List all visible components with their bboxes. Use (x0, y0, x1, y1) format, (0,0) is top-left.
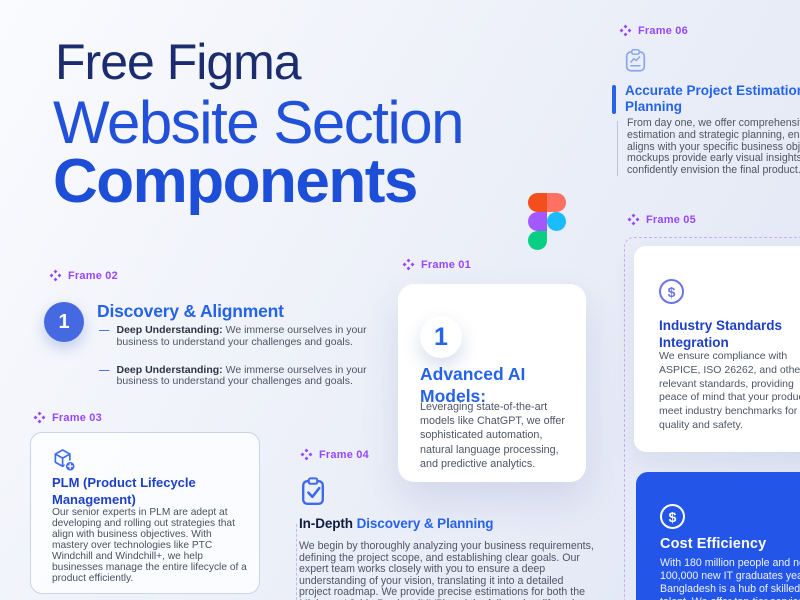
frame01-label[interactable]: Frame 01 (402, 258, 471, 271)
cost-efficiency-card[interactable]: $ Cost Efficiency With 180 million peopl… (636, 472, 800, 600)
step-number-badge: 1 (44, 302, 84, 342)
cost-efficiency-body: With 180 million people and nearly 100,0… (660, 557, 800, 600)
frame06-label[interactable]: Frame 06 (619, 24, 688, 37)
clipboard-check-icon (302, 477, 325, 506)
component-diamond-icon (627, 213, 640, 226)
frame05-dashed-outline[interactable] (624, 237, 800, 600)
in-depth-heading-dark: In-Depth (299, 516, 357, 531)
dollar-glyph: $ (667, 283, 676, 300)
figma-logo-icon (528, 193, 566, 255)
bullet-label: Deep Understanding: (116, 324, 223, 336)
component-diamond-icon (402, 258, 415, 271)
in-depth-heading-blue: Discovery & Planning (356, 516, 494, 531)
discovery-bullet-list: — Deep Understanding: We immerse ourselv… (99, 324, 375, 389)
frame01-label-text: Frame 01 (421, 258, 471, 271)
card-number-badge: 1 (420, 316, 462, 358)
frame03-label[interactable]: Frame 03 (33, 411, 102, 424)
in-depth-body: We begin by thoroughly analyzing your bu… (299, 540, 594, 600)
card-number: 1 (434, 322, 448, 351)
clipboard-chart-icon (625, 48, 646, 72)
page-title-line1: Free Figma (55, 34, 302, 90)
frame-boundary-dashed-line (296, 524, 297, 600)
bullet-label: Deep Understanding: (116, 363, 223, 376)
bullet-text: We immerse ourselves in your business to… (116, 363, 367, 388)
bullet-dash: — (99, 363, 110, 376)
estimation-body: From day one, we offer comprehensive pro… (627, 117, 800, 177)
heading-accent-bar (612, 85, 616, 114)
bullet-item: — Deep Understanding: We immerse ourselv… (99, 324, 375, 349)
cube-plus-icon (54, 449, 76, 472)
step-number: 1 (58, 310, 70, 333)
industry-standards-card[interactable]: $ Industry Standards Integration We ensu… (634, 246, 800, 452)
component-diamond-icon (49, 269, 62, 282)
discovery-alignment-heading: Discovery & Alignment (97, 301, 284, 321)
frame05-label-text: Frame 05 (646, 213, 696, 226)
cost-efficiency-heading: Cost Efficiency (660, 536, 767, 552)
component-diamond-icon (619, 24, 632, 37)
bullet-dash: — (99, 324, 110, 336)
advanced-ai-heading: Advanced AI Models: (420, 364, 526, 406)
bullet-text: We immerse ourselves in your business to… (116, 324, 367, 348)
frame05-label[interactable]: Frame 05 (627, 213, 696, 226)
dollar-glyph: $ (668, 508, 677, 525)
frame04-label-text: Frame 04 (319, 448, 369, 461)
advanced-ai-card[interactable]: 1 Advanced AI Models: Leveraging state-o… (398, 284, 586, 482)
frame02-label-text: Frame 02 (68, 269, 118, 282)
plm-heading: PLM (Product Lifecycle Management) (52, 475, 196, 507)
page-title-line2: Website Section (53, 89, 464, 156)
dollar-circle-icon: $ (659, 279, 684, 304)
estimation-heading: Accurate Project Estimation & Task Plann… (625, 83, 800, 114)
frame04-label[interactable]: Frame 04 (300, 448, 369, 461)
advanced-ai-body: Leveraging state-of-the-art models like … (420, 401, 566, 470)
in-depth-heading: In-Depth Discovery & Planning (299, 516, 493, 531)
plm-card[interactable]: PLM (Product Lifecycle Management) Our s… (30, 432, 260, 594)
plm-body: Our senior experts in PLM are adept at d… (52, 507, 247, 584)
frame03-label-text: Frame 03 (52, 411, 102, 424)
paragraph-rule-line (617, 121, 618, 176)
frame06-label-text: Frame 06 (638, 24, 688, 37)
frame02-label[interactable]: Frame 02 (49, 269, 118, 282)
dollar-circle-icon: $ (660, 504, 685, 529)
bullet-item: — Deep Understanding: We immerse ourselv… (99, 363, 375, 389)
page-title-line3: Components (53, 147, 418, 216)
industry-standards-heading: Industry Standards Integration (659, 318, 783, 350)
component-diamond-icon (33, 411, 46, 424)
industry-standards-body: We ensure compliance with ASPICE, ISO 26… (659, 350, 800, 431)
component-diamond-icon (300, 448, 313, 461)
